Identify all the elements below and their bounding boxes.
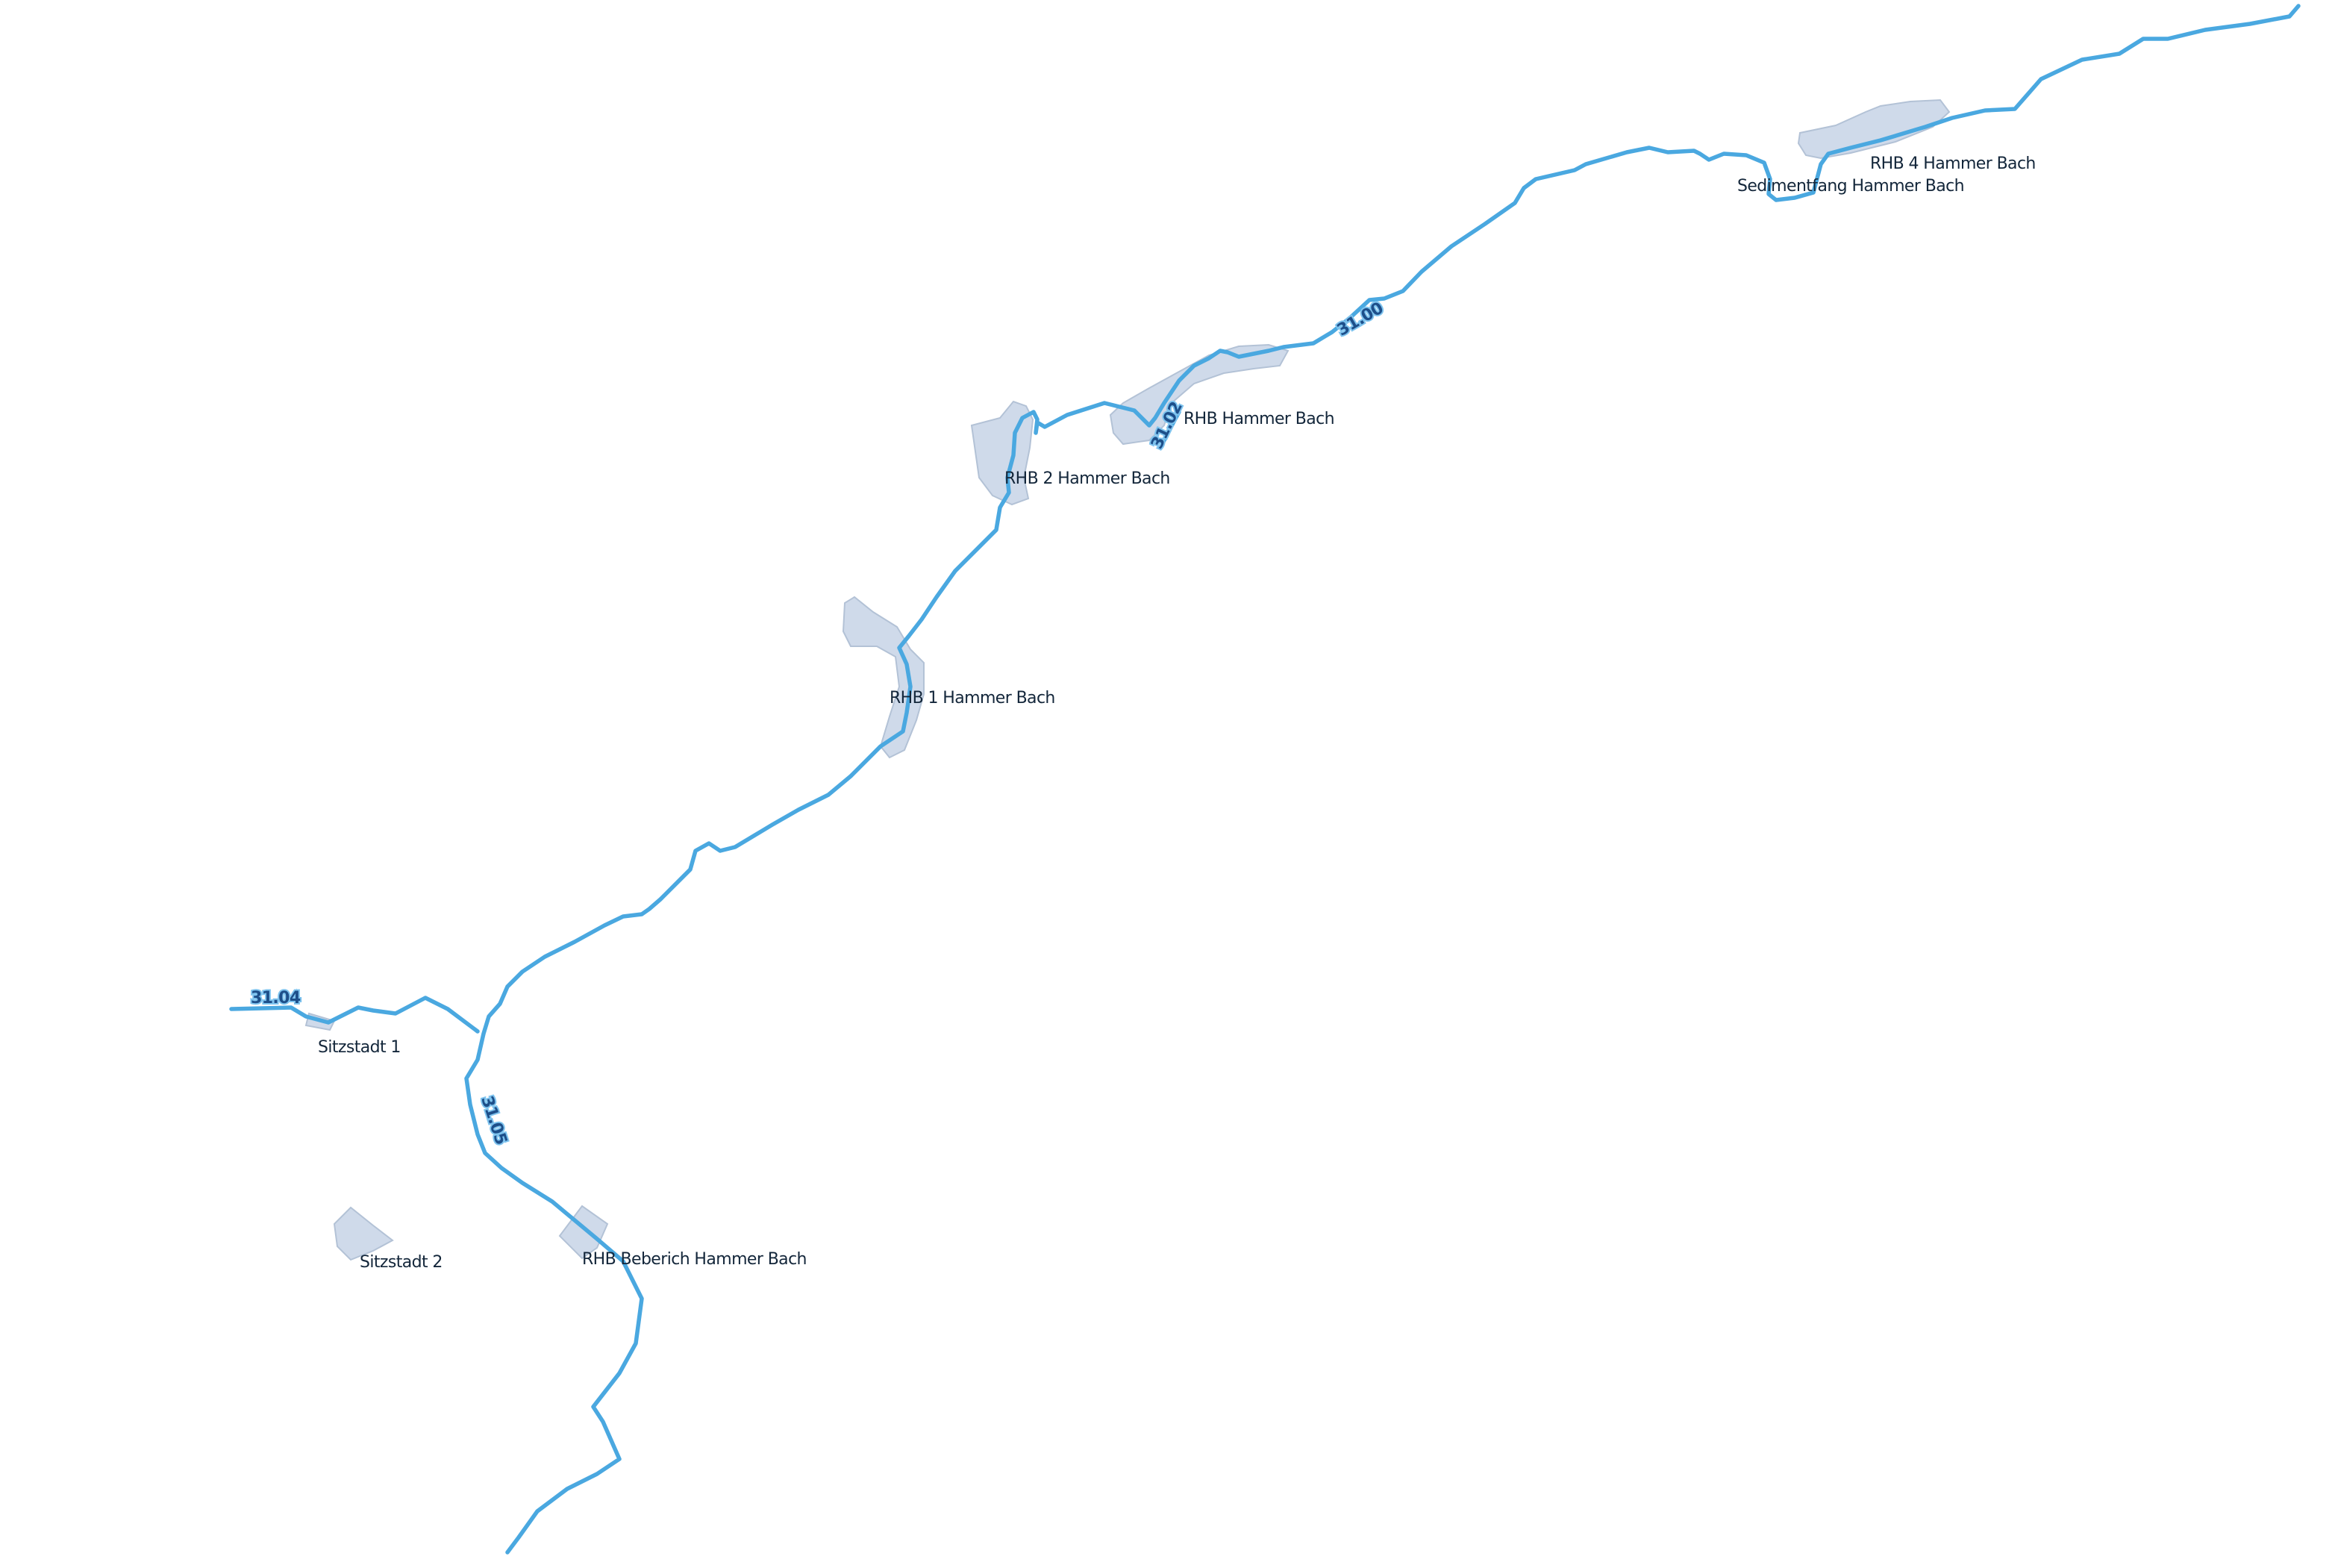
label-sedimentfang-hammer-bach: Sedimentfang Hammer Bach <box>1737 177 1964 196</box>
label-rhb2-hammer-bach: RHB 2 Hammer Bach <box>1004 469 1170 488</box>
river-layer <box>229 4 2301 1555</box>
label-rhb-beberich-hammer-bach: RHB Beberich Hammer Bach <box>582 1250 807 1269</box>
basin-layer <box>304 99 1951 1261</box>
basin-rhb4-hammer-bach[interactable] <box>1797 99 1951 160</box>
label-rhb1-hammer-bach: RHB 1 Hammer Bach <box>890 689 1055 708</box>
station-label-31-04: 31.04 <box>251 989 301 1008</box>
basin-rhb-hammer-bach[interactable] <box>1109 343 1290 446</box>
label-sitzstadt2: Sitzstadt 2 <box>360 1253 443 1272</box>
river-tributary-31-04[interactable] <box>229 996 480 1034</box>
basin-rhb1-hammer-bach[interactable] <box>842 596 925 759</box>
station-label-31-00: 31.00 <box>1334 299 1387 340</box>
basin-sitzstadt2[interactable] <box>333 1206 394 1261</box>
label-rhb4-hammer-bach: RHB 4 Hammer Bach <box>1870 154 2036 173</box>
label-rhb-hammer-bach: RHB Hammer Bach <box>1184 410 1334 428</box>
label-sitzstadt1: Sitzstadt 1 <box>318 1038 401 1057</box>
basin-rhb-beberich-hammer-bach[interactable] <box>558 1205 609 1260</box>
river-hammer-bach-main[interactable] <box>464 4 2301 1555</box>
label-layer: RHB 4 Hammer Bach Sedimentfang Hammer Ba… <box>318 154 2036 1272</box>
station-label-31-05: 31.05 <box>477 1094 510 1147</box>
river-branch-rhb-outlet[interactable] <box>1158 410 1181 450</box>
